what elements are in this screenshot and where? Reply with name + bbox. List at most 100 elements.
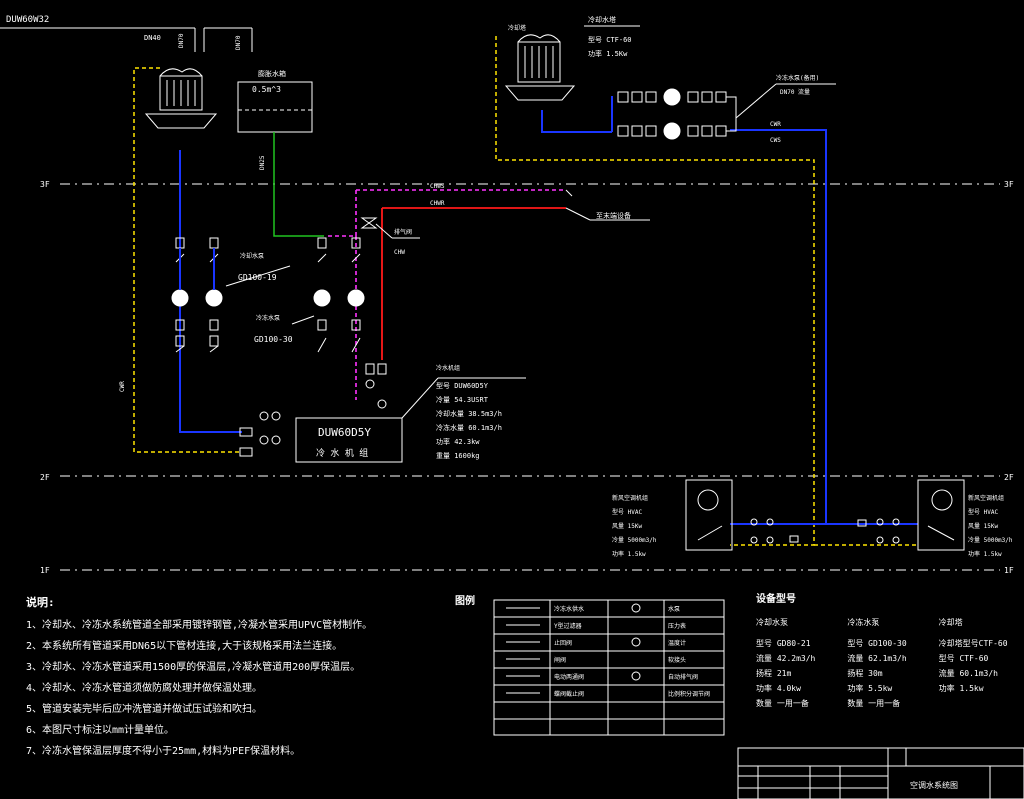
chiller-spec-2: 冷量 54.3USRT <box>436 395 489 404</box>
equipment-col-cooling-tower: 冷却塔 冷却塔型号CTF-60 型号 CTF-60 流量 60.1m3/h 功率… <box>939 615 1024 711</box>
ct-right-name: 冷却水塔 <box>588 15 616 24</box>
equipment-line: 流量 62.1m3/h <box>847 654 907 663</box>
equipment-line: 流量 60.1m3/h <box>938 669 999 678</box>
note-line: 4、冷却水、冷冻水管道须做防腐处理并做保温处理。 <box>26 683 263 694</box>
legend-row-3-b: 温度计 <box>668 639 686 647</box>
legend-row-4-a: 闸阀 <box>554 656 566 664</box>
chilled-water-pipes-blue <box>179 96 918 525</box>
floor-lines: 3F 3F 2F 2F 1F 1F <box>40 180 1014 575</box>
floor-label-2f-left: 2F <box>40 473 50 482</box>
ahu-left-spec-4: 冷量 5000m3/h <box>612 536 657 544</box>
equipment-col-head: 冷冻水泵 <box>847 618 880 627</box>
cooling-pump-stack <box>171 237 223 353</box>
to-terminals-label: 至末端设备 <box>596 211 631 220</box>
vent-valve-label: 排气阀 <box>394 228 412 236</box>
note-line: 7、冷冻水管保温层厚度不得小于25mm,材料为PEF保温材料。 <box>26 746 301 757</box>
ahu-left-spec-5: 功率 1.5kw <box>612 550 646 558</box>
equipment-line: 冷却塔型号CTF-60 <box>938 639 1008 648</box>
equipment-line: 型号 GD80-21 <box>756 639 811 648</box>
ahu-right-spec-2: 型号 HVAC <box>968 508 998 516</box>
ahu-right-spec-1: 新风空调机组 <box>968 494 1004 502</box>
equipment-col-chilled-pump: 冷冻水泵 型号 GD100-30 流量 62.1m3/h 扬程 30m 功率 5… <box>847 615 932 711</box>
cw-supply-label: CWS <box>770 137 781 144</box>
ct-right-model: 型号 CTF-60 <box>588 35 632 44</box>
equipment-line: 型号 CTF-60 <box>938 654 989 663</box>
chiller-name: 冷 水 机 组 <box>316 447 368 459</box>
ahu-right-spec-3: 风量 15Kw <box>968 523 998 530</box>
return-pipes-magenta <box>328 189 566 400</box>
ahu-left-spec-2: 型号 HVAC <box>612 508 642 516</box>
chiller-spec-5: 功率 42.3kw <box>436 437 480 446</box>
legend-row-2-b: 压力表 <box>668 622 686 630</box>
pump-left-model: GD100-19 <box>238 273 277 282</box>
legend-row-1-b: 水泵 <box>668 605 680 613</box>
legend-row-1-a: 冷冻水供水 <box>554 605 584 613</box>
floor-label-3f-right: 3F <box>1004 180 1014 189</box>
equipment-line: 扬程 30m <box>847 669 883 678</box>
note-line: 1、冷却水、冷冻水系统管道全部采用镀锌钢管,冷凝水管采用UPVC管材制作。 <box>26 620 373 631</box>
equipment-line: 功率 4.0kw <box>756 684 801 693</box>
ahu-left-spec-3: 风量 15Kw <box>612 523 642 530</box>
cooling-tower-right: 冷却塔 冷却水塔 型号 CTF-60 功率 1.5Kw <box>504 15 640 101</box>
pump-right-tag: 冷冻水泵 <box>256 314 280 322</box>
equipment-col-head: 冷却塔 <box>938 618 963 627</box>
chilled-pump-stack <box>313 237 365 353</box>
equipment-line: 型号 GD100-30 <box>847 639 907 648</box>
equipment-col-cooling-pump: 冷却水泵 型号 GD80-21 流量 42.2m3/h 扬程 21m 功率 4.… <box>756 615 841 711</box>
chw-return-tag: CHWR <box>430 200 445 207</box>
legend-row-3-a: 止回阀 <box>554 639 572 647</box>
floor-label-3f-left: 3F <box>40 180 50 189</box>
equipment-title: 设备型号 <box>756 594 796 605</box>
legend-title: 图例 <box>455 596 475 607</box>
chiller-spec-title: 冷水机组 <box>436 364 460 372</box>
vent-valve-tag: CHW <box>394 249 405 256</box>
floor-label-1f-right: 1F <box>1004 566 1014 575</box>
vertical-pipe-label: CWR <box>119 381 126 392</box>
legend-row-2-a: Y型过滤器 <box>554 622 582 630</box>
equipment-line: 流量 42.2m3/h <box>756 654 816 663</box>
makeup-water-tank: 膨胀水箱 0.5m^3 <box>237 69 313 133</box>
ahu-right-specs: 新风空调机组 型号 HVAC 风量 15Kw 冷量 5000m3/h 功率 1.… <box>968 494 1013 558</box>
makeup-line-label: DN25 <box>259 155 266 170</box>
pump-set-label: 冷冻水泵(备用) <box>776 74 819 82</box>
tank-volume: 0.5m^3 <box>252 85 281 94</box>
hot-supply-pipes-red <box>381 207 566 360</box>
chiller-specs: 型号 DUW60D5Y 冷量 54.3USRT 冷却水量 38.5m3/h 冷冻… <box>436 381 502 460</box>
pump-right-model: GD100-30 <box>254 335 293 344</box>
ahu-left <box>685 479 799 551</box>
chiller-spec-1: 型号 DUW60D5Y <box>436 381 489 390</box>
chiller-spec-6: 重量 1600kg <box>436 452 480 460</box>
drawing-top-label: DUW60W32 <box>6 15 49 25</box>
tank-label: 膨胀水箱 <box>258 69 286 78</box>
equipment-line: 功率 5.5kw <box>847 684 893 693</box>
ct-left-pipe-label-2: DN70 <box>178 33 185 48</box>
equipment-line: 数量 一用一备 <box>847 699 901 708</box>
ahu-left-spec-1: 新风空调机组 <box>612 494 648 502</box>
chiller-model: DUW60D5Y <box>318 426 371 439</box>
notes-panel: 说明: 1、冷却水、冷冻水系统管道全部采用镀锌钢管,冷凝水管采用UPVC管材制作… <box>26 592 426 762</box>
chiller-spec-4: 冷冻水量 60.1m3/h <box>436 423 502 432</box>
legend-labels: 冷冻水供水 水泵 Y型过滤器 压力表 止回阀 温度计 闸阀 软接头 电动两通阀 … <box>554 605 710 698</box>
equipment-col-head: 冷却水泵 <box>756 618 788 627</box>
legend-row-4-b: 软接头 <box>668 656 686 664</box>
legend-table <box>493 599 725 736</box>
cw-return-label: CWR <box>770 121 781 128</box>
cooling-water-dashed-lines <box>133 36 918 546</box>
floor-label-2f-right: 2F <box>1004 473 1014 482</box>
cooling-tower-left <box>144 68 218 129</box>
pump-set-top-right <box>617 83 836 140</box>
ct-right-power: 功率 1.5Kw <box>588 49 628 58</box>
notes-title: 说明: <box>26 596 55 609</box>
legend-row-5-a: 电动两通阀 <box>554 673 584 681</box>
ahu-left-specs: 新风空调机组 型号 HVAC 风量 15Kw 冷量 5000m3/h 功率 1.… <box>612 494 657 558</box>
chiller-unit: DUW60D5Y 冷 水 机 组 <box>239 363 526 463</box>
note-line: 3、冷却水、冷冻水管道采用1500厚的保温层,冷凝水管道用200厚保温层。 <box>26 662 361 673</box>
pump-set-flow: DN70 流量 <box>780 88 810 96</box>
ct-left-pipe-label-3: DN70 <box>235 35 242 50</box>
legend-row-5-b: 自动排气阀 <box>668 673 698 681</box>
chw-supply-tag: CHWS <box>430 183 445 190</box>
ct-left-pipe-label-1: DN40 <box>144 34 161 42</box>
ahu-right-spec-5: 功率 1.5kw <box>968 550 1002 558</box>
legend-row-6-a: 蝶阀截止阀 <box>554 690 584 698</box>
legend-row-6-b: 比例积分调节阀 <box>668 690 710 698</box>
